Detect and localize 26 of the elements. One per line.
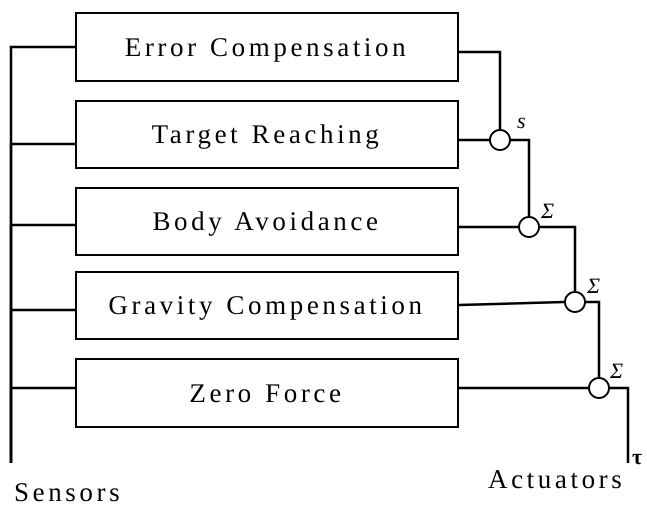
output-symbol: τ: [632, 446, 642, 468]
summing-junction: [564, 291, 586, 313]
connector-line: [459, 138, 489, 142]
connector-line: [459, 386, 588, 390]
connector-line: [586, 300, 600, 377]
summing-junction: [588, 377, 610, 399]
controller-box: Target Reaching: [75, 100, 459, 169]
controller-box: Body Avoidance: [75, 187, 459, 256]
junction-symbol: s: [517, 110, 526, 132]
junction-symbol: Σ: [610, 360, 624, 382]
connector-line: [459, 50, 502, 129]
controller-box: Gravity Compensation: [75, 271, 459, 340]
connector-line: [10, 386, 75, 463]
controller-box: Error Compensation: [75, 12, 459, 82]
junction-symbol: Σ: [587, 275, 600, 297]
connector-line: [459, 226, 518, 228]
connector-line: [610, 386, 630, 463]
terminal-label: Actuators: [488, 466, 626, 493]
terminal-label: Sensors: [14, 479, 124, 506]
summing-junction: [489, 129, 511, 151]
junction-symbol: Σ: [541, 200, 554, 222]
summing-junction: [518, 216, 540, 238]
connector-line: [511, 138, 530, 216]
controller-box: Zero Force: [75, 358, 459, 428]
connector-line: [458, 300, 564, 306]
connector-line: [540, 226, 576, 291]
